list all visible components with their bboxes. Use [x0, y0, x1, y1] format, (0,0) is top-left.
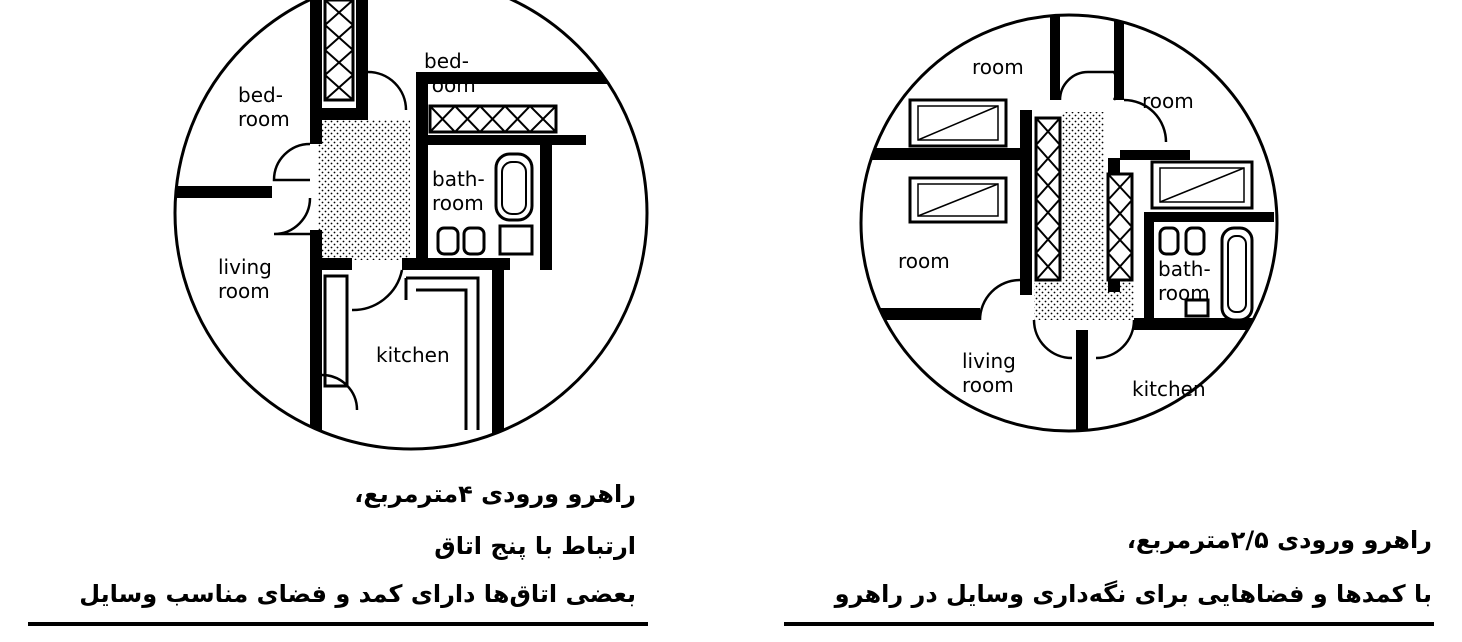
- label-room-top: room: [972, 55, 1024, 79]
- caption-left-line-2: ارتباط با پنج اتاق: [434, 532, 636, 560]
- label-bathroom-right-2: room: [1158, 281, 1210, 305]
- caption-right-line-2: با کمدها و فضاهایی برای نگه‌داری وسایل د…: [834, 580, 1432, 608]
- label-room-right: room: [1142, 89, 1194, 113]
- plan-left: bed- room bed- room bath- room living ro…: [173, 0, 649, 451]
- label-kitchen-right: kitchen: [1132, 377, 1206, 401]
- label-room-left: room: [898, 249, 950, 273]
- label-bedroom-left-1: bed-: [238, 83, 283, 107]
- label-bedroom-top-1: bed-: [424, 49, 469, 73]
- plan-right-frame: [859, 13, 1279, 433]
- label-bedroom-top-2: room: [424, 73, 476, 97]
- label-bathroom-left-2: room: [432, 191, 484, 215]
- hall-left: [318, 120, 410, 260]
- caption-left-line-1: راهرو ورودی ۴مترمربع،: [354, 480, 636, 508]
- plan-left-frame: [173, 0, 649, 451]
- caption-left-rule: [28, 622, 648, 626]
- label-living-right-1: living: [962, 349, 1016, 373]
- label-living-left-1: living: [218, 255, 272, 279]
- plan-right: room room room bath- room living room ki…: [859, 13, 1279, 433]
- label-bedroom-left-2: room: [238, 107, 290, 131]
- plan-right-walls: [861, 15, 1277, 431]
- label-kitchen-left: kitchen: [376, 343, 450, 367]
- hall-right: [1062, 112, 1104, 280]
- label-bathroom-left-1: bath-: [432, 167, 485, 191]
- label-living-left-2: room: [218, 279, 270, 303]
- caption-right-rule: [784, 622, 1434, 626]
- caption-left-line-3: بعضی اتاق‌ها دارای کمد و فضای مناسب وسای…: [79, 580, 636, 608]
- label-bathroom-right-1: bath-: [1158, 257, 1211, 281]
- label-living-right-2: room: [962, 373, 1014, 397]
- caption-right-line-1: راهرو ورودی ۲/۵مترمربع،: [1126, 526, 1432, 554]
- plan-left-walls: [175, 0, 620, 449]
